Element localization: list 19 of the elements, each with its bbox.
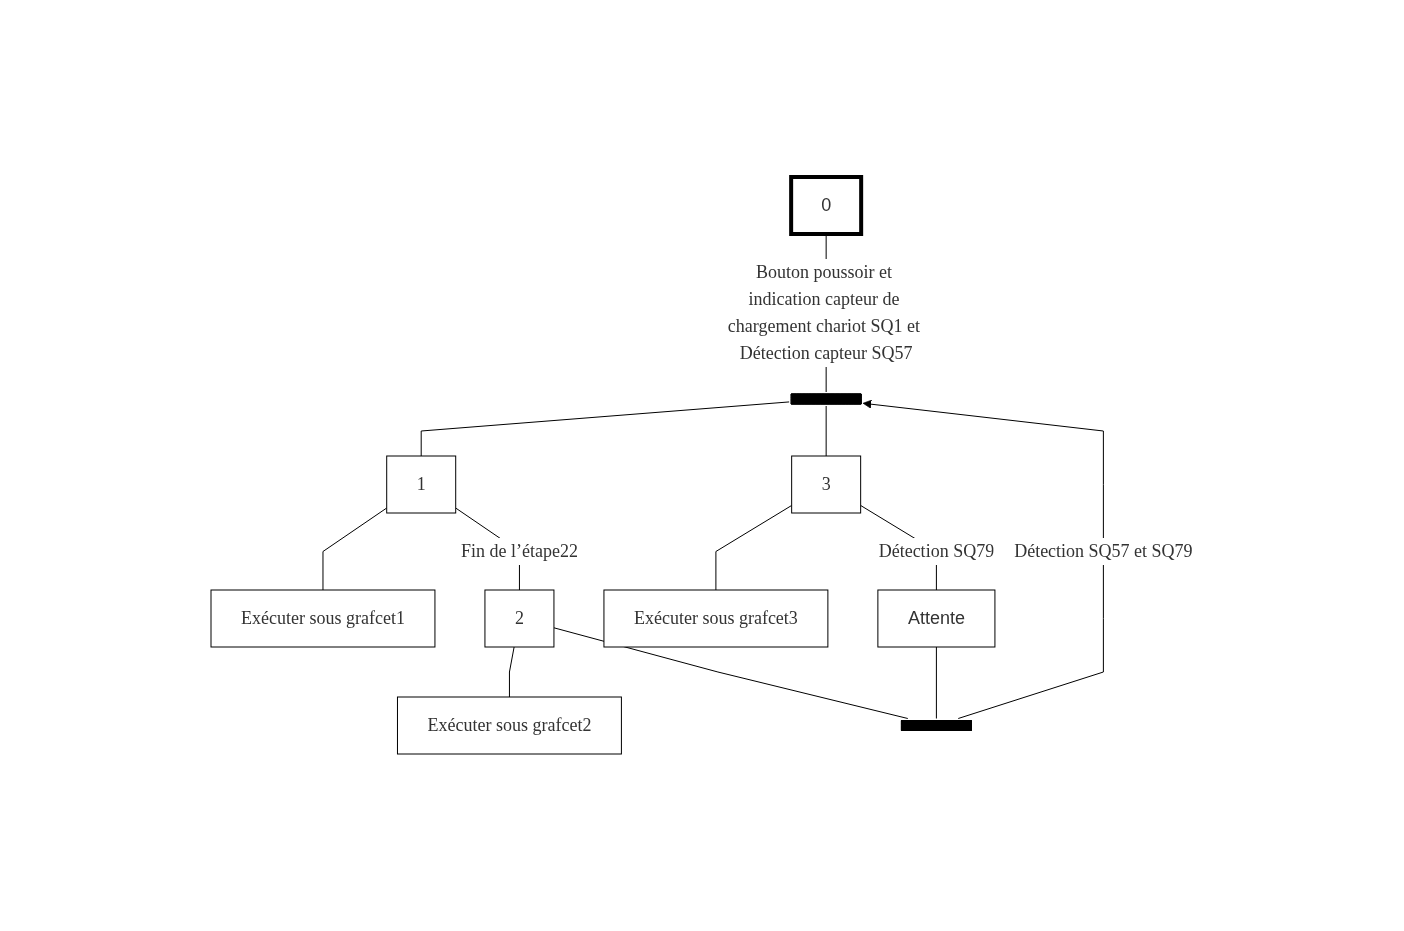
connector [715, 504, 793, 591]
node-box: 3 [791, 455, 862, 514]
connector [825, 405, 827, 457]
node-box: 2 [484, 589, 555, 648]
connector [936, 646, 938, 719]
connector [553, 627, 909, 719]
connector [420, 401, 790, 457]
node-box: 0 [789, 175, 864, 236]
edge-label: Détection SQ57 et SQ79 [1014, 541, 1193, 561]
node-box: Exécuter sous grafcet3 [603, 589, 829, 648]
connector [322, 507, 388, 591]
node-box: Exécuter sous grafcet1 [210, 589, 436, 648]
edge-label: Bouton poussoir et indication capteur de chargement chariot SQ1 et Détection capteur SQ57 [728, 262, 921, 363]
edge-label: Fin de l’étape22 [461, 541, 579, 561]
node-box: Attente [877, 589, 996, 648]
edge-label: Détection SQ79 [878, 541, 995, 561]
node-box: Exécuter sous grafcet2 [397, 696, 623, 755]
connector [509, 646, 515, 698]
node-box: 1 [386, 455, 457, 514]
